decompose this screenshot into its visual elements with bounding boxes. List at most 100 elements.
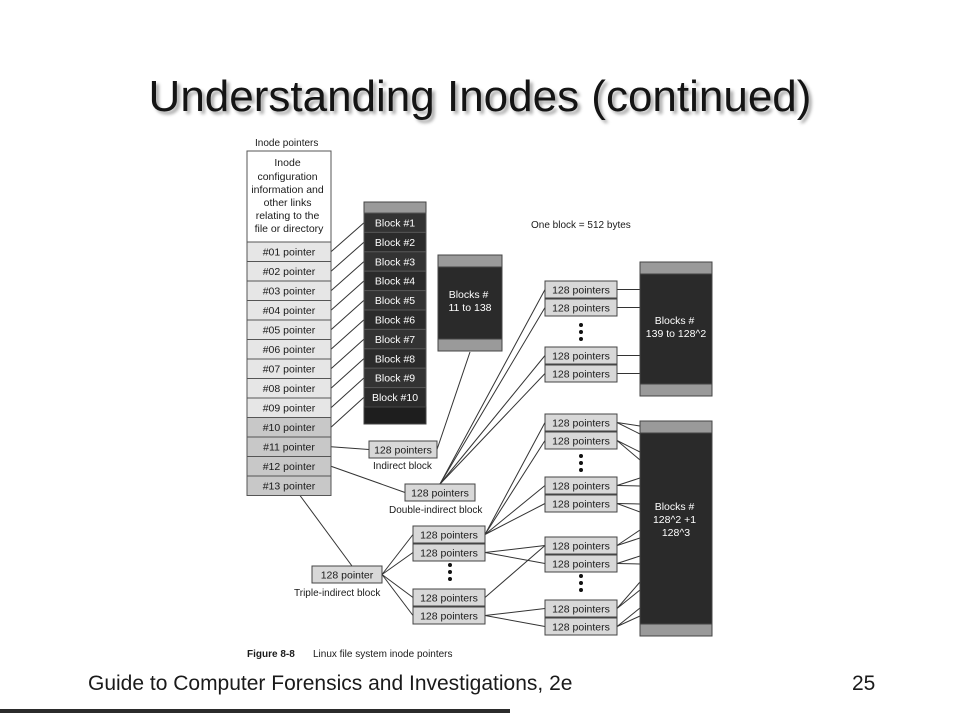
- inode-pointer-row: #05 pointer: [246, 319, 332, 340]
- direct-block-label: Block #1: [375, 218, 415, 230]
- second-level-pointer-box: 128 pointers: [544, 298, 618, 317]
- direct-block: Block #7: [363, 328, 427, 350]
- inode-pointer-label: #11 pointer: [263, 442, 315, 454]
- inode-pointer-label: #08 pointer: [263, 383, 316, 395]
- direct-block: Block #3: [363, 251, 427, 272]
- page-number: 25: [852, 672, 876, 695]
- inode-pointer-row: #06 pointer: [246, 339, 332, 360]
- pointer-box-label: 128 pointers: [552, 303, 610, 315]
- direct-block-label: Block #2: [375, 237, 415, 249]
- pointer-box-label: 128 pointers: [552, 481, 610, 493]
- blocks-11-138-label: Blocks # 11 to 138: [448, 289, 491, 314]
- direct-block: Block #4: [363, 270, 427, 292]
- inode-pointer-row: #01 pointer: [246, 241, 332, 262]
- direct-blocks-column: Block #1 Block #2 Block #3 Block #4 Block #5…: [363, 201, 427, 425]
- connector-lines: [299, 222, 641, 627]
- pointer-box-label: 128 pointers: [552, 418, 610, 430]
- pointer-box-label: 128 pointers: [552, 285, 610, 297]
- triple-second-level-pointer-box: 128 pointers: [412, 543, 486, 562]
- double-indirect-block-box: 128 pointers: [404, 483, 476, 502]
- inode-pointer-row: #09 pointer: [246, 397, 332, 418]
- triple-indirect-block-box: 128 pointer: [311, 565, 383, 584]
- second-level-pointer-box: 128 pointers: [544, 280, 618, 299]
- inode-pointer-row: #08 pointer: [246, 378, 332, 399]
- inode-config-text: Inode configuration information and othe…: [251, 157, 326, 235]
- blocks-11-to-138: Blocks # 11 to 138: [437, 254, 503, 352]
- second-level-pointer-box: 128 pointers: [544, 364, 618, 383]
- slide-footer: Guide to Computer Forensics and Investig…: [88, 672, 573, 695]
- pointer-box-label: 128 pointers: [374, 445, 432, 457]
- third-level-pointer-box: 128 pointers: [544, 476, 618, 495]
- inode-pointer-label: #10 pointer: [263, 422, 316, 434]
- third-level-pointer-box: 128 pointers: [544, 494, 618, 513]
- direct-block: Block #8: [363, 348, 427, 369]
- second-level-pointer-box: 128 pointers: [544, 346, 618, 365]
- direct-block-label: Block #10: [372, 392, 418, 404]
- pointer-box-label: 128 pointers: [420, 548, 478, 560]
- inode-pointer-row: #11 pointer: [246, 436, 332, 457]
- third-level-pointer-box: 128 pointers: [544, 536, 618, 555]
- indirect-block-box: 128 pointers: [368, 440, 438, 459]
- direct-block: Block #6: [363, 309, 427, 330]
- inode-config-box: [246, 150, 332, 243]
- inode-pointer-label: #03 pointer: [263, 286, 316, 298]
- triple-second-level-pointer-box: 128 pointers: [412, 525, 486, 544]
- pointer-box-label: 128 pointers: [411, 488, 469, 500]
- direct-block-label: Block #8: [375, 353, 415, 365]
- triple-second-level-pointer-box: 128 pointers: [412, 606, 486, 625]
- inode-pointer-row: #12 pointer: [246, 456, 332, 477]
- inode-pointer-row: #03 pointer: [246, 280, 332, 301]
- inode-pointer-row: #07 pointer: [246, 358, 332, 379]
- inode-pointer-label: #06 pointer: [263, 344, 316, 356]
- figure-caption-number: Figure 8-8: [247, 649, 295, 660]
- direct-block: Block #10: [363, 387, 427, 408]
- pointer-box-label: 128 pointers: [552, 622, 610, 634]
- direct-block: Block #1: [363, 212, 427, 233]
- indirect-block-label: Indirect block: [373, 461, 433, 472]
- figure-caption-text: Linux file system inode pointers: [313, 649, 453, 660]
- pointer-box-label: 128 pointers: [552, 559, 610, 571]
- blocks-139-to-128sq: Blocks # 139 to 128^2: [639, 261, 713, 397]
- inode-pointer-label: #12 pointer: [263, 461, 316, 473]
- direct-block-label: Block #9: [375, 373, 415, 385]
- inode-pointer-label: #07 pointer: [263, 364, 316, 376]
- pointer-box-label: 128 pointers: [420, 593, 478, 605]
- blocks-128sq-to-128cube: Blocks # 128^2 +1 128^3: [639, 420, 713, 637]
- inode-pointer-label: #04 pointer: [263, 305, 316, 317]
- third-level-pointer-box: 128 pointers: [544, 617, 618, 636]
- inode-pointer-row: #04 pointer: [246, 300, 332, 321]
- direct-block-label: Block #6: [375, 315, 415, 327]
- inode-pointer-row: #10 pointer: [246, 417, 332, 438]
- footer-rule: [0, 709, 510, 713]
- third-level-pointer-box: 128 pointers: [544, 413, 618, 432]
- ellipsis-dots: [448, 323, 583, 592]
- pointer-box-label: 128 pointers: [552, 499, 610, 511]
- inode-pointer-row: #02 pointer: [246, 261, 332, 282]
- inode-pointers-header: Inode pointers: [255, 138, 318, 149]
- third-level-pointer-box: 128 pointers: [544, 431, 618, 450]
- pointer-box-label: 128 pointers: [552, 604, 610, 616]
- pointer-box-label: 128 pointers: [552, 351, 610, 363]
- direct-block: Block #5: [363, 290, 427, 311]
- inode-pointer-row: #13 pointer: [246, 475, 332, 496]
- direct-block-label: Block #3: [375, 256, 415, 268]
- inode-pointer-label: #02 pointer: [263, 266, 316, 278]
- pointer-box-label: 128 pointers: [420, 611, 478, 623]
- third-level-pointer-box: 128 pointers: [544, 599, 618, 618]
- inode-pointer-rows: #01 pointer #02 pointer #03 pointer #04 poi…: [246, 241, 332, 496]
- blocks-139-label: Blocks # 139 to 128^2: [646, 315, 707, 340]
- direct-block: Block #9: [363, 367, 427, 389]
- block-size-note: One block = 512 bytes: [531, 220, 631, 231]
- triple-indirect-block-label: Triple-indirect block: [294, 588, 381, 599]
- direct-block: Block #2: [363, 231, 427, 253]
- double-indirect-block-label: Double-indirect block: [389, 505, 483, 516]
- direct-block-label: Block #4: [375, 276, 415, 288]
- pointer-box-label: 128 pointers: [552, 369, 610, 381]
- inode-pointer-label: #05 pointer: [263, 325, 316, 337]
- inode-pointer-label: #01 pointer: [263, 247, 316, 259]
- third-level-pointer-box: 128 pointers: [544, 554, 618, 573]
- blocks-big-label: Blocks # 128^2 +1 128^3: [653, 501, 699, 539]
- direct-block-label: Block #7: [375, 334, 415, 346]
- pointer-box-label: 128 pointer: [321, 570, 374, 582]
